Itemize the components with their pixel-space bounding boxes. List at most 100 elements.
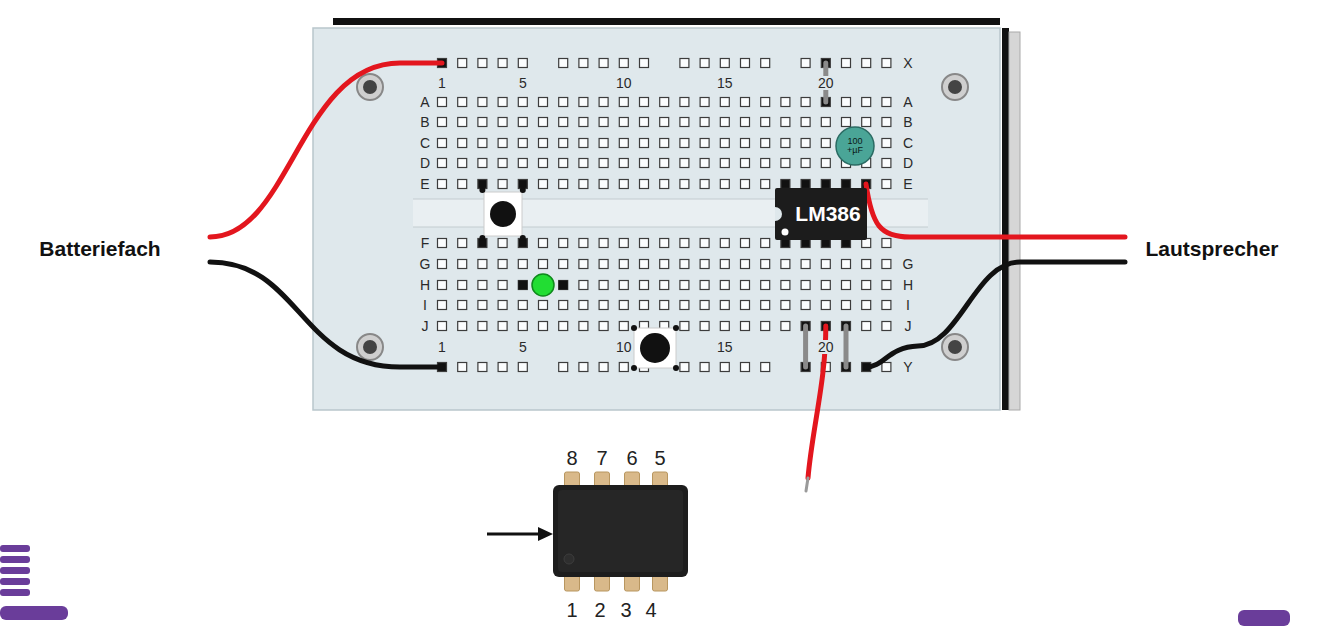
breadboard-hole: [821, 159, 830, 168]
grid-label: H: [419, 278, 431, 292]
breadboard-hole: [700, 98, 709, 107]
breadboard-hole: [660, 98, 669, 107]
side-label: Batteriefach: [38, 238, 161, 259]
breadboard-hole: [438, 59, 891, 372]
push-button: [479, 187, 679, 371]
breadboard-hole: [761, 322, 770, 331]
pin-number: 5: [653, 448, 666, 468]
breadboard-hole: [781, 180, 790, 189]
breadboard-hole: [498, 118, 507, 127]
breadboard-hole: [680, 139, 689, 148]
grid-label: I: [905, 298, 911, 312]
grid-label: E: [902, 177, 913, 191]
breadboard-hole: [559, 281, 568, 290]
pin-number: 7: [595, 448, 608, 468]
breadboard-hole: [458, 239, 467, 248]
breadboard-hole: [882, 322, 891, 331]
push-button: [484, 192, 522, 236]
breadboard-hole: [781, 301, 790, 310]
capacitor: 100+µF: [835, 126, 875, 166]
grid-label: B: [419, 115, 430, 129]
push-button: [631, 325, 637, 331]
grid-label: G: [902, 257, 915, 271]
chip-photo: [538, 527, 553, 541]
mounting-hole: [948, 80, 962, 94]
breadboard-hole: [498, 239, 507, 248]
breadboard-hole: [559, 159, 568, 168]
breadboard-hole: [862, 118, 871, 127]
breadboard-hole: [862, 59, 871, 68]
breadboard-hole: [700, 281, 709, 290]
breadboard-hole: [438, 98, 447, 107]
wire: [210, 262, 442, 367]
breadboard-hole: [720, 59, 729, 68]
grid-label: 20: [817, 340, 835, 354]
breadboard-hole: [882, 363, 891, 372]
push-button: [673, 365, 679, 371]
breadboard-hole: [882, 59, 891, 68]
push-button: [520, 187, 526, 193]
breadboard-hole: [478, 322, 487, 331]
breadboard-hole: [478, 139, 487, 148]
breadboard-hole: [438, 239, 447, 248]
breadboard-hole: [640, 118, 649, 127]
breadboard-hole: [741, 118, 750, 127]
ic-chip: LM386: [775, 188, 867, 240]
breadboard-hole: [438, 159, 447, 168]
breadboard-hole: [842, 59, 851, 68]
grid-label: D: [419, 156, 431, 170]
pin-number: 6: [625, 448, 638, 468]
grid-label: A: [419, 95, 430, 109]
grid-label: 1: [437, 76, 447, 90]
breadboard-hole: [539, 301, 548, 310]
breadboard-hole: [458, 98, 467, 107]
led: [559, 281, 568, 290]
breadboard-hole: [539, 118, 548, 127]
breadboard-hole: [518, 281, 527, 290]
node-texts: LM386: [775, 188, 867, 240]
breadboard-hole: [619, 239, 628, 248]
breadboard-hole: [640, 260, 649, 269]
breadboard-hole: [801, 260, 810, 269]
breadboard-hole: [478, 363, 487, 372]
breadboard-hole: [842, 180, 851, 189]
pin-number: 3: [619, 600, 632, 620]
breadboard-hole: [438, 322, 447, 331]
breadboard-hole: [619, 363, 628, 372]
breadboard-hole: [700, 363, 709, 372]
breadboard-hole: [660, 180, 669, 189]
wire: [210, 63, 442, 237]
breadboard-hole: [599, 59, 608, 68]
grid-label: X: [902, 56, 913, 70]
breadboard-hole: [741, 98, 750, 107]
breadboard-hole: [579, 98, 588, 107]
grid-label: 1: [437, 340, 447, 354]
breadboard-hole: [821, 139, 830, 148]
breadboard-hole: [559, 239, 568, 248]
grid-label: 15: [716, 340, 734, 354]
pin-number: 2: [593, 600, 606, 620]
breadboard-hole: [842, 281, 851, 290]
pin-number: 1: [565, 600, 578, 620]
breadboard-hole: [862, 260, 871, 269]
breadboard-hole: [599, 98, 608, 107]
breadboard-hole: [458, 281, 467, 290]
breadboard-hole: [761, 260, 770, 269]
breadboard-hole: [741, 260, 750, 269]
grid-label: H: [902, 278, 914, 292]
breadboard-hole: [761, 301, 770, 310]
breadboard-hole: [438, 180, 447, 189]
breadboard-hole: [741, 239, 750, 248]
breadboard-hole: [680, 59, 689, 68]
node-texts: 100+µF: [835, 126, 875, 166]
breadboard-hole: [539, 180, 548, 189]
breadboard-hole: [781, 260, 790, 269]
breadboard-hole: [599, 301, 608, 310]
breadboard-hole: [821, 281, 830, 290]
breadboard-hole: [498, 322, 507, 331]
breadboard-hole: [498, 59, 507, 68]
breadboard-hole: [680, 239, 689, 248]
grid-label: I: [422, 298, 428, 312]
breadboard-hole: [579, 239, 588, 248]
